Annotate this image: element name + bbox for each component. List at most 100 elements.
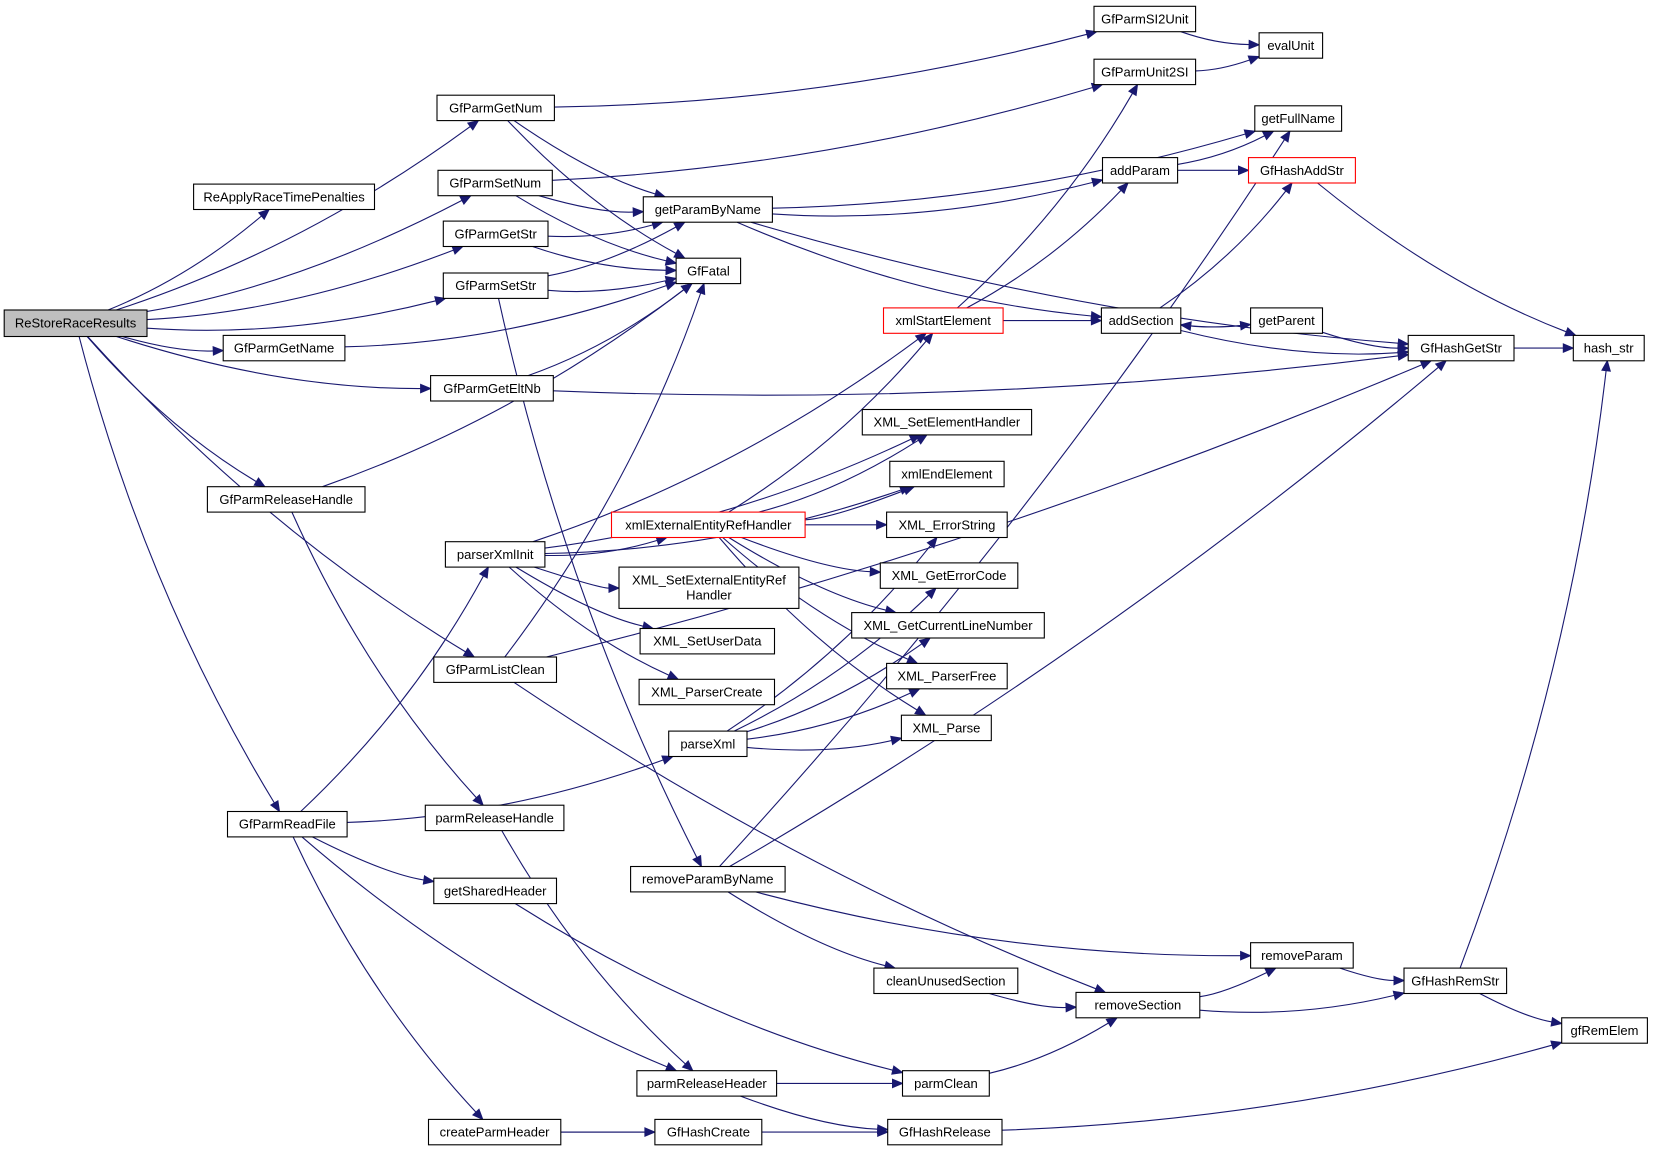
node-gf-hash-get-str[interactable]: GfHashGetStr xyxy=(1407,334,1515,362)
node-xml-parse[interactable]: XML_Parse xyxy=(900,714,992,742)
node-box[interactable] xyxy=(1258,32,1324,59)
node-box[interactable] xyxy=(433,877,558,905)
node-box[interactable] xyxy=(1250,307,1324,334)
node-get-param-by-name[interactable]: getParamByName xyxy=(642,196,773,223)
node-box[interactable] xyxy=(193,183,376,211)
node-gf-parm-get-str[interactable]: GfParmGetStr xyxy=(442,220,549,248)
node-box[interactable] xyxy=(206,486,366,513)
node-parser-xml-init[interactable]: parserXmlInit xyxy=(444,541,546,568)
node-box[interactable] xyxy=(638,678,776,706)
node-box[interactable] xyxy=(1407,334,1515,362)
node-box[interactable] xyxy=(1254,105,1343,132)
node-box[interactable] xyxy=(851,612,1045,639)
node-get-shared-header[interactable]: getSharedHeader xyxy=(433,877,558,905)
node-gf-parm-get-name[interactable]: GfParmGetName xyxy=(222,334,346,362)
node-box[interactable] xyxy=(442,220,549,248)
node-box[interactable] xyxy=(901,1070,990,1097)
node-gf-parm-get-elt-nb[interactable]: GfParmGetEltNb xyxy=(430,375,554,402)
node-box[interactable] xyxy=(882,307,1004,334)
node-box[interactable] xyxy=(887,1118,1003,1146)
node-xml-get-error-code[interactable]: XML_GetErrorCode xyxy=(879,562,1019,589)
node-box[interactable] xyxy=(436,94,555,122)
node-box[interactable] xyxy=(886,662,1008,690)
node-get-full-name[interactable]: getFullName xyxy=(1254,105,1343,132)
node-gf-parm-si2-unit[interactable]: GfParmSI2Unit xyxy=(1093,5,1197,33)
node-xml-parser-create[interactable]: XML_ParserCreate xyxy=(638,678,776,706)
node-box[interactable] xyxy=(642,196,773,223)
node-box[interactable] xyxy=(433,656,558,683)
node-xml-error-string[interactable]: XML_ErrorString xyxy=(886,511,1008,539)
node-xml-get-current-line-number[interactable]: XML_GetCurrentLineNumber xyxy=(851,612,1045,639)
node-box[interactable] xyxy=(437,169,553,197)
node-re-store-race-results[interactable]: ReStoreRaceResults xyxy=(3,309,148,338)
node-parm-release-handle[interactable]: parmReleaseHandle xyxy=(424,804,565,832)
node-box[interactable] xyxy=(1250,942,1354,969)
node-gf-hash-rem-str[interactable]: GfHashRemStr xyxy=(1403,967,1508,995)
node-add-param[interactable]: addParam xyxy=(1101,157,1179,184)
node-gf-hash-create[interactable]: GfHashCreate xyxy=(654,1118,763,1146)
node-box[interactable] xyxy=(861,408,1033,436)
node-remove-param-by-name[interactable]: removeParamByName xyxy=(630,865,786,893)
node-create-parm-header[interactable]: createParmHeader xyxy=(427,1118,562,1146)
node-box[interactable] xyxy=(444,541,546,568)
node-box[interactable] xyxy=(1572,334,1645,362)
node-xml-parser-free[interactable]: XML_ParserFree xyxy=(886,662,1008,690)
node-parse-xml[interactable]: parseXml xyxy=(668,730,748,758)
node-eval-unit[interactable]: evalUnit xyxy=(1258,32,1324,59)
node-box[interactable] xyxy=(873,967,1019,995)
node-box[interactable] xyxy=(610,511,806,539)
node-parm-release-header[interactable]: parmReleaseHeader xyxy=(636,1070,778,1097)
node-box[interactable] xyxy=(900,714,992,742)
node-gf-parm-get-num[interactable]: GfParmGetNum xyxy=(436,94,555,122)
node-re-apply-race-time-penalties[interactable]: ReApplyRaceTimePenalties xyxy=(193,183,376,211)
node-gf-hash-release[interactable]: GfHashRelease xyxy=(887,1118,1003,1146)
node-box[interactable] xyxy=(424,804,565,832)
node-box[interactable] xyxy=(226,810,348,838)
node-box[interactable] xyxy=(889,460,1005,488)
node-box[interactable] xyxy=(1075,991,1201,1019)
node-box[interactable] xyxy=(639,627,776,655)
node-parm-clean[interactable]: parmClean xyxy=(901,1070,990,1097)
node-gf-parm-list-clean[interactable]: GfParmListClean xyxy=(433,656,558,683)
node-xml-end-element[interactable]: xmlEndElement xyxy=(889,460,1005,488)
node-box[interactable] xyxy=(1100,307,1182,334)
node-box[interactable] xyxy=(442,272,549,299)
node-xml-set-user-data[interactable]: XML_SetUserData xyxy=(639,627,776,655)
node-box[interactable] xyxy=(1403,967,1508,995)
node-get-parent[interactable]: getParent xyxy=(1250,307,1324,334)
node-remove-param[interactable]: removeParam xyxy=(1250,942,1354,969)
node-gf-parm-release-handle[interactable]: GfParmReleaseHandle xyxy=(206,486,366,513)
node-xml-external-entity-ref-handler[interactable]: xmlExternalEntityRefHandler xyxy=(610,511,806,539)
node-box[interactable] xyxy=(675,257,742,285)
node-box[interactable] xyxy=(654,1118,763,1146)
node-gf-parm-set-num[interactable]: GfParmSetNum xyxy=(437,169,553,197)
node-box[interactable] xyxy=(3,309,148,338)
node-xml-start-element[interactable]: xmlStartElement xyxy=(882,307,1004,334)
node-box[interactable] xyxy=(1093,5,1197,33)
node-box[interactable] xyxy=(427,1118,562,1146)
node-hash-str[interactable]: hash_str xyxy=(1572,334,1645,362)
node-gf-parm-set-str[interactable]: GfParmSetStr xyxy=(442,272,549,299)
node-box[interactable] xyxy=(886,511,1008,539)
node-box[interactable] xyxy=(430,375,554,402)
node-xml-set-element-handler[interactable]: XML_SetElementHandler xyxy=(861,408,1033,436)
node-box[interactable] xyxy=(668,730,748,758)
node-box[interactable] xyxy=(1101,157,1179,184)
node-add-section[interactable]: addSection xyxy=(1100,307,1182,334)
node-gf-fatal[interactable]: GfFatal xyxy=(675,257,742,285)
node-clean-unused-section[interactable]: cleanUnusedSection xyxy=(873,967,1019,995)
node-remove-section[interactable]: removeSection xyxy=(1075,991,1201,1019)
node-box[interactable] xyxy=(1093,58,1197,86)
node-box[interactable] xyxy=(879,562,1019,589)
node-box[interactable] xyxy=(618,566,800,609)
node-gf-parm-read-file[interactable]: GfParmReadFile xyxy=(226,810,348,838)
node-box[interactable] xyxy=(630,865,786,893)
node-box[interactable] xyxy=(1247,157,1356,184)
node-box[interactable] xyxy=(636,1070,778,1097)
node-box[interactable] xyxy=(222,334,346,362)
node-box[interactable] xyxy=(1561,1017,1648,1044)
node-gf-parm-unit2-si[interactable]: GfParmUnit2SI xyxy=(1093,58,1197,86)
node-gf-rem-elem[interactable]: gfRemElem xyxy=(1561,1017,1648,1044)
node-gf-hash-add-str[interactable]: GfHashAddStr xyxy=(1247,157,1356,184)
